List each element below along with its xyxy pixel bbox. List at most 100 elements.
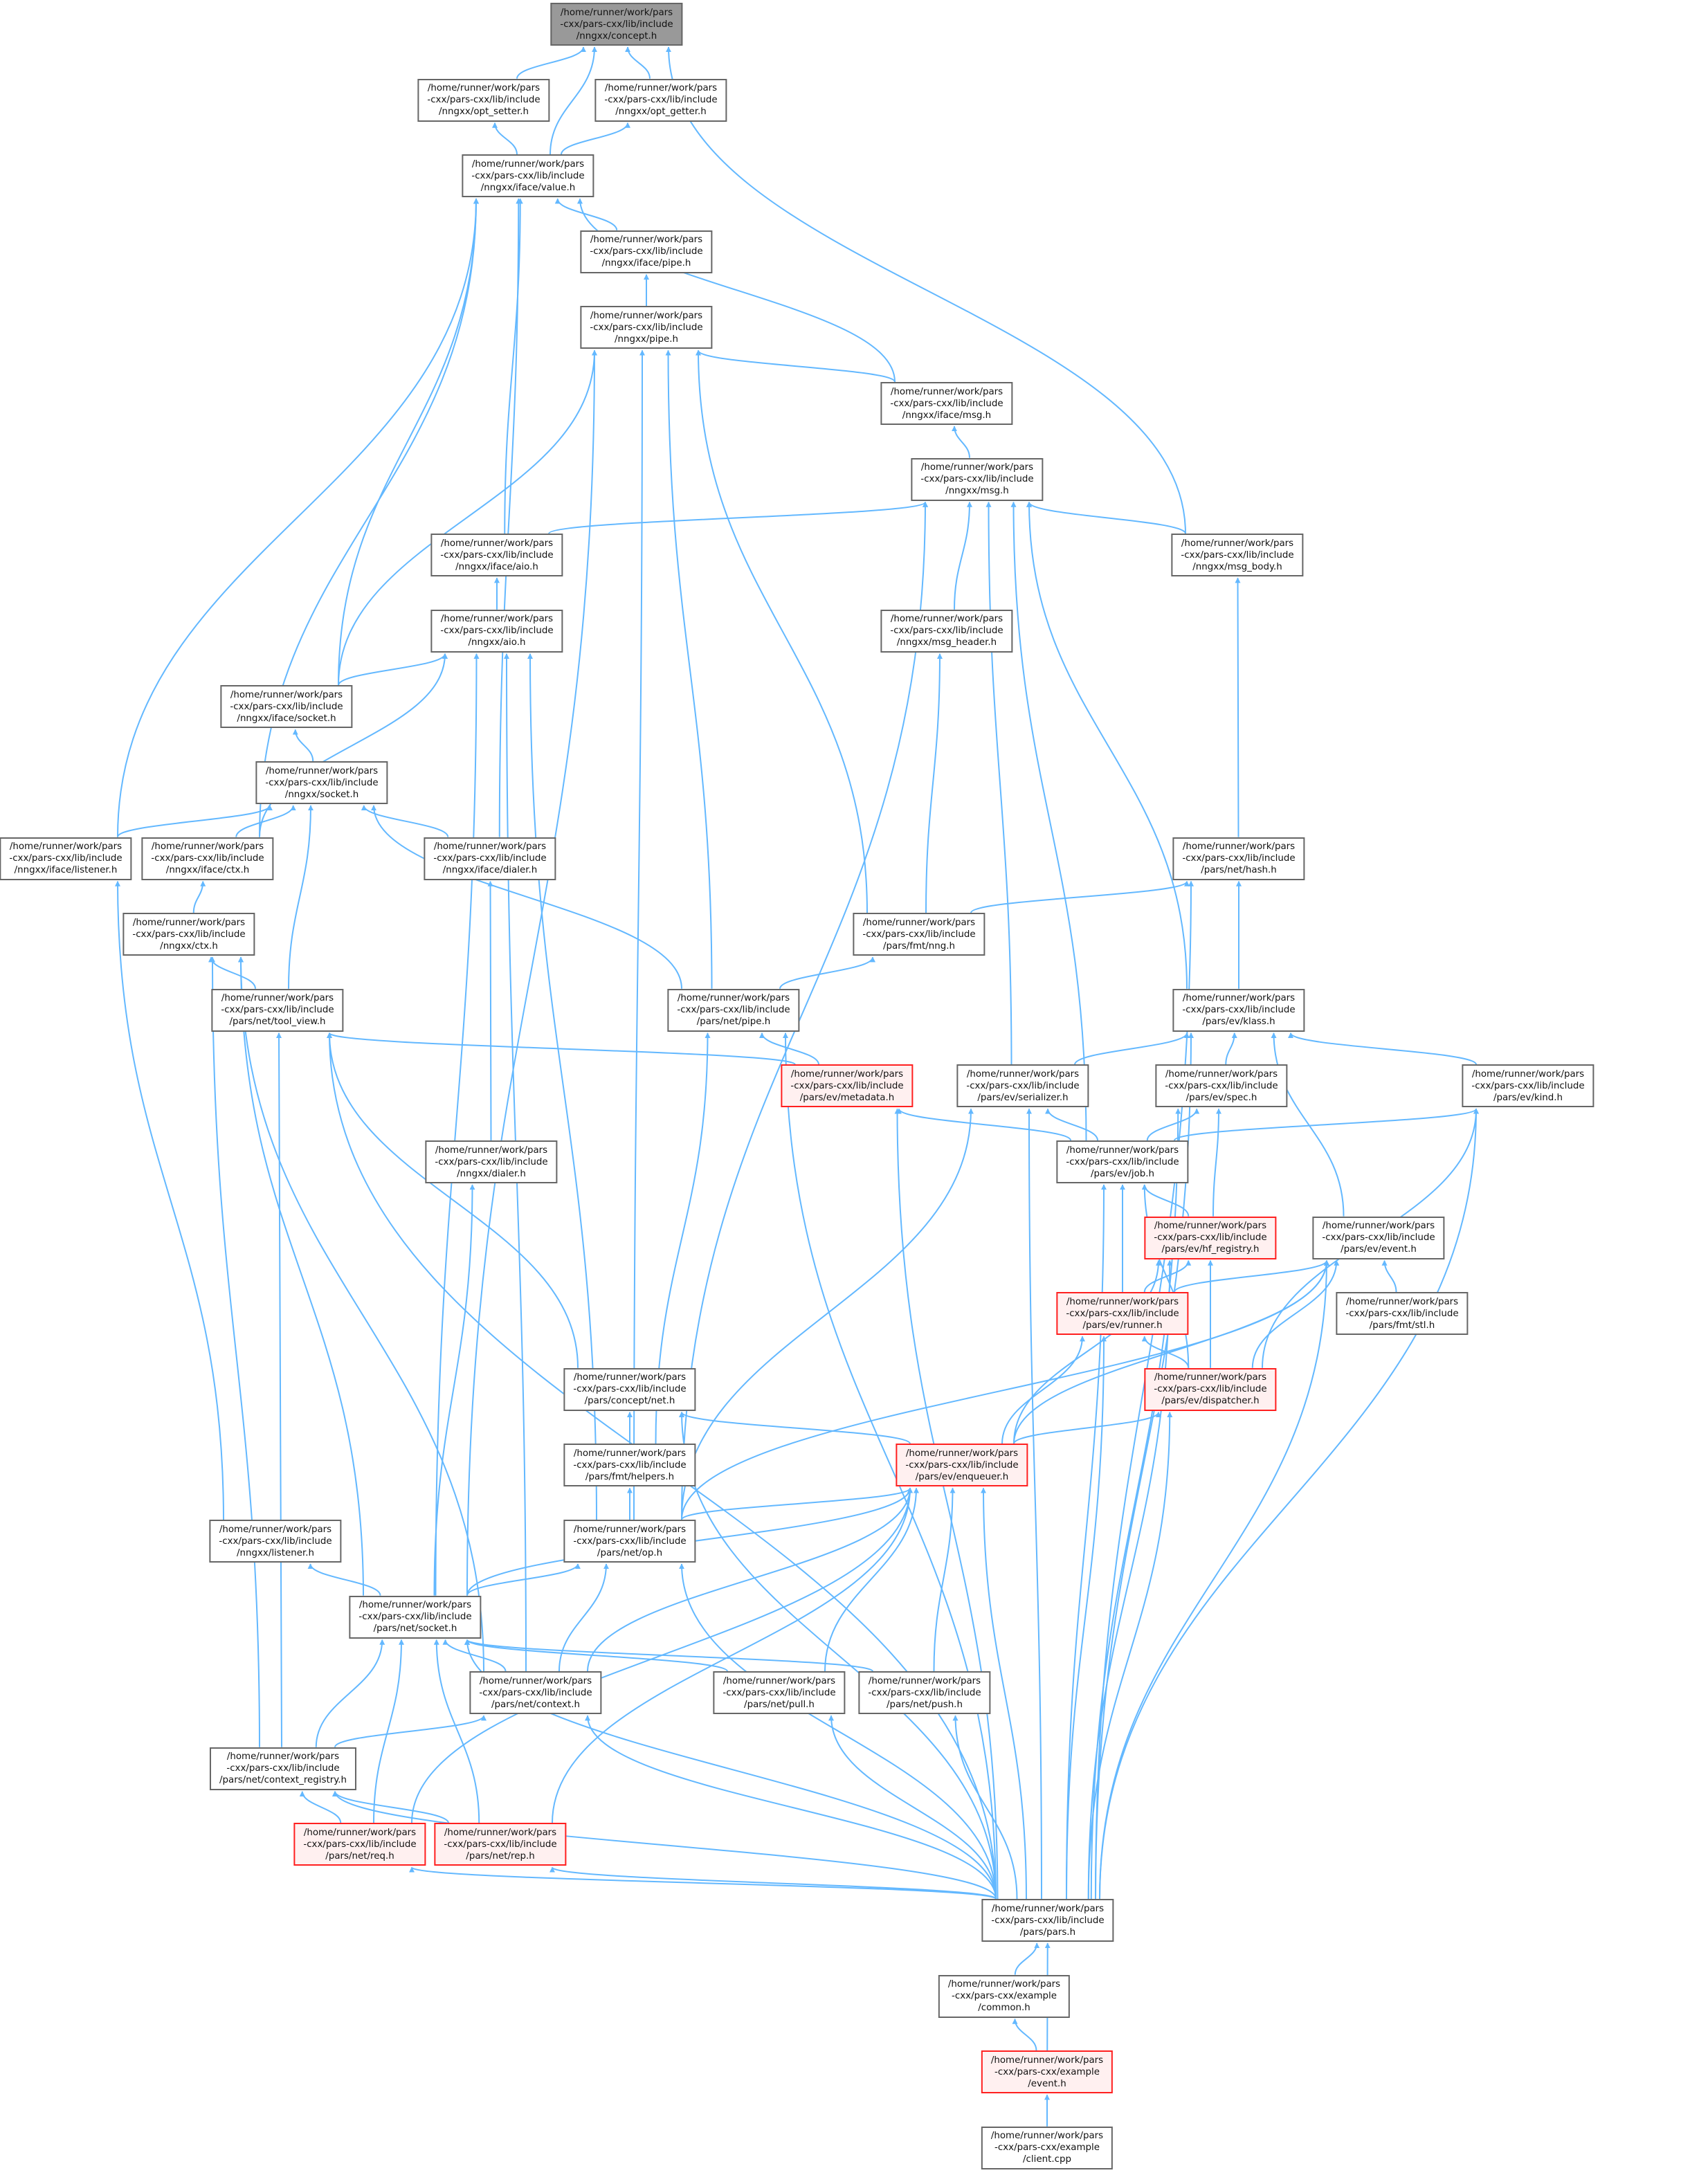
node-label-line: /home/runner/work/pars — [1182, 841, 1296, 853]
node-label-line: -cxx/pars-cxx/lib/include — [1182, 1005, 1296, 1016]
node-label-line: /pars/ev/spec.h — [1185, 1092, 1257, 1103]
node-pars[interactable]: /home/runner/work/pars-cxx/pars-cxx/lib/… — [981, 1899, 1114, 1942]
node-opt-getter[interactable]: /home/runner/work/pars-cxx/pars-cxx/lib/… — [594, 78, 727, 122]
node-iface-listener[interactable]: /home/runner/work/pars-cxx/pars-cxx/lib/… — [0, 837, 132, 880]
node-nngxx-ctx[interactable]: /home/runner/work/pars-cxx/pars-cxx/lib/… — [122, 913, 255, 956]
node-iface-dialer[interactable]: /home/runner/work/pars-cxx/pars-cxx/lib/… — [424, 837, 556, 880]
node-opt-setter[interactable]: /home/runner/work/pars-cxx/pars-cxx/lib/… — [417, 78, 550, 122]
node-label-line: /home/runner/work/pars — [905, 1448, 1019, 1459]
node-label-line: /home/runner/work/pars — [573, 1372, 687, 1383]
node-fmt-stl[interactable]: /home/runner/work/pars-cxx/pars-cxx/lib/… — [1336, 1292, 1469, 1336]
node-metadata[interactable]: /home/runner/work/pars-cxx/pars-cxx/lib/… — [781, 1064, 914, 1108]
node-iface-pipe[interactable]: /home/runner/work/pars-cxx/pars-cxx/lib/… — [580, 230, 713, 273]
node-label-line: -cxx/pars-cxx/lib/include — [440, 549, 554, 561]
node-label-line: /home/runner/work/pars — [1165, 1068, 1278, 1080]
node-kind[interactable]: /home/runner/work/pars-cxx/pars-cxx/lib/… — [1462, 1064, 1595, 1108]
edge-iface-aio-to-iface-value — [504, 198, 523, 534]
node-klass[interactable]: /home/runner/work/pars-cxx/pars-cxx/lib/… — [1172, 988, 1305, 1032]
edge-serializer-to-nngxx-msg — [985, 501, 1012, 1065]
node-label-line: /home/runner/work/pars — [479, 1675, 592, 1686]
edge-iface-msg-to-iface-value — [577, 198, 896, 383]
node-label-line: /nngxx/opt_setter.h — [439, 107, 529, 118]
node-label-line: /home/runner/work/pars — [990, 2055, 1104, 2066]
edge-pars-to-net-rep — [549, 1866, 997, 1900]
edge-pars-to-ev-event — [1099, 1259, 1329, 1900]
node-ex-client[interactable]: /home/runner/work/pars-cxx/pars-cxx/exam… — [981, 2126, 1114, 2169]
node-serializer[interactable]: /home/runner/work/pars-cxx/pars-cxx/lib/… — [956, 1064, 1089, 1108]
edge-job-to-kind — [1174, 1108, 1479, 1141]
node-label-line: -cxx/pars-cxx/lib/include — [265, 777, 379, 788]
node-label-line: /home/runner/work/pars — [435, 1145, 548, 1156]
edge-enqueuer-to-hf-registry — [1013, 1259, 1161, 1444]
node-fmt-nng[interactable]: /home/runner/work/pars-cxx/pars-cxx/lib/… — [853, 913, 985, 956]
edge-pars-to-net-req — [409, 1866, 997, 1900]
node-net-context[interactable]: /home/runner/work/pars-cxx/pars-cxx/lib/… — [469, 1671, 602, 1715]
node-net-rep[interactable]: /home/runner/work/pars-cxx/pars-cxx/lib/… — [434, 1823, 567, 1866]
node-concept-net[interactable]: /home/runner/work/pars-cxx/pars-cxx/lib/… — [563, 1367, 696, 1411]
node-ex-event[interactable]: /home/runner/work/pars-cxx/pars-cxx/exam… — [981, 2050, 1114, 2094]
node-label-line: -cxx/pars-cxx/lib/include — [303, 1839, 417, 1850]
node-label-line: /pars/net/pull.h — [744, 1699, 815, 1710]
node-label-line: /nngxx/iface/listener.h — [14, 865, 118, 876]
node-net-push[interactable]: /home/runner/work/pars-cxx/pars-cxx/lib/… — [858, 1671, 991, 1715]
node-iface-aio[interactable]: /home/runner/work/pars-cxx/pars-cxx/lib/… — [430, 534, 563, 577]
node-enqueuer[interactable]: /home/runner/work/pars-cxx/pars-cxx/lib/… — [896, 1444, 1028, 1487]
node-msg-header[interactable]: /home/runner/work/pars-cxx/pars-cxx/lib/… — [880, 609, 1013, 653]
node-net-hash[interactable]: /home/runner/work/pars-cxx/pars-cxx/lib/… — [1172, 837, 1305, 880]
node-msg-body[interactable]: /home/runner/work/pars-cxx/pars-cxx/lib/… — [1171, 534, 1304, 577]
node-spec[interactable]: /home/runner/work/pars-cxx/pars-cxx/lib/… — [1155, 1064, 1288, 1108]
node-label-line: /client.cpp — [1023, 2154, 1071, 2165]
node-ev-event[interactable]: /home/runner/work/pars-cxx/pars-cxx/lib/… — [1312, 1216, 1445, 1259]
edge-pars-to-dispatcher — [1087, 1412, 1173, 1900]
node-label-line: -cxx/pars-cxx/lib/include — [9, 853, 122, 864]
node-net-pull[interactable]: /home/runner/work/pars-cxx/pars-cxx/lib/… — [713, 1671, 846, 1715]
edge-ev-event-to-klass — [1271, 1032, 1345, 1217]
node-ex-common[interactable]: /home/runner/work/pars-cxx/pars-cxx/exam… — [938, 1974, 1071, 2018]
node-context-registry[interactable]: /home/runner/work/pars-cxx/pars-cxx/lib/… — [209, 1747, 357, 1790]
edge-iface-value-to-concept — [549, 46, 597, 155]
node-nngxx-dialer[interactable]: /home/runner/work/pars-cxx/pars-cxx/lib/… — [425, 1140, 558, 1183]
node-concept[interactable]: /home/runner/work/pars-cxx/pars-cxx/lib/… — [550, 3, 683, 46]
node-iface-msg[interactable]: /home/runner/work/pars-cxx/pars-cxx/lib/… — [880, 382, 1013, 425]
node-net-socket[interactable]: /home/runner/work/pars-cxx/pars-cxx/lib/… — [349, 1595, 482, 1639]
node-label-line: -cxx/pars-cxx/lib/include — [427, 95, 540, 106]
node-label-line: /home/runner/work/pars — [230, 689, 343, 700]
node-tool-view[interactable]: /home/runner/work/pars-cxx/pars-cxx/lib/… — [211, 988, 344, 1032]
node-iface-ctx[interactable]: /home/runner/work/pars-cxx/pars-cxx/lib/… — [141, 837, 274, 880]
edge-opt-setter-to-concept — [516, 46, 586, 79]
node-nngxx-socket[interactable]: /home/runner/work/pars-cxx/pars-cxx/lib/… — [255, 761, 388, 804]
node-iface-socket[interactable]: /home/runner/work/pars-cxx/pars-cxx/lib/… — [220, 685, 353, 729]
node-hf-registry[interactable]: /home/runner/work/pars-cxx/pars-cxx/lib/… — [1144, 1216, 1277, 1259]
node-label-line: /home/runner/work/pars — [1182, 993, 1296, 1004]
node-label-line: -cxx/pars-cxx/lib/include — [920, 474, 1034, 485]
node-label-line: -cxx/pars-cxx/lib/include — [1066, 1308, 1179, 1319]
node-label-line: /nngxx/iface/ctx.h — [165, 865, 250, 876]
node-label-line: -cxx/pars-cxx/lib/include — [435, 1156, 548, 1167]
node-label-line: -cxx/pars-cxx/lib/include — [1154, 1384, 1267, 1395]
node-fmt-helpers[interactable]: /home/runner/work/pars-cxx/pars-cxx/lib/… — [563, 1444, 696, 1487]
node-label-line: -cxx/pars-cxx/lib/include — [151, 853, 264, 864]
node-net-pipe[interactable]: /home/runner/work/pars-cxx/pars-cxx/lib/… — [667, 988, 800, 1032]
node-iface-value[interactable]: /home/runner/work/pars-cxx/pars-cxx/lib/… — [462, 154, 594, 198]
edge-msg-body-to-nngxx-msg — [1026, 501, 1186, 534]
node-net-req[interactable]: /home/runner/work/pars-cxx/pars-cxx/lib/… — [293, 1823, 426, 1866]
node-dispatcher[interactable]: /home/runner/work/pars-cxx/pars-cxx/lib/… — [1144, 1367, 1277, 1411]
node-job[interactable]: /home/runner/work/pars-cxx/pars-cxx/lib/… — [1056, 1140, 1189, 1183]
node-nngxx-listener[interactable]: /home/runner/work/pars-cxx/pars-cxx/lib/… — [209, 1520, 342, 1563]
node-runner[interactable]: /home/runner/work/pars-cxx/pars-cxx/lib/… — [1056, 1292, 1189, 1336]
node-nngxx-msg[interactable]: /home/runner/work/pars-cxx/pars-cxx/lib/… — [911, 457, 1044, 501]
edge-iface-msg-to-nngxx-pipe — [696, 349, 896, 383]
node-nngxx-pipe[interactable]: /home/runner/work/pars-cxx/pars-cxx/lib/… — [580, 306, 713, 349]
node-label-line: /home/runner/work/pars — [226, 1751, 340, 1763]
edge-context-registry-to-net-context — [334, 1715, 487, 1748]
node-net-op[interactable]: /home/runner/work/pars-cxx/pars-cxx/lib/… — [563, 1520, 696, 1563]
edge-iface-listener-to-nngxx-socket — [117, 805, 273, 838]
node-label-line: /nngxx/ctx.h — [160, 940, 218, 952]
node-label-line: /home/runner/work/pars — [890, 386, 1003, 397]
edge-hf-registry-to-spec — [1212, 1108, 1221, 1217]
node-label-line: -cxx/pars-cxx/lib/include — [991, 1915, 1105, 1926]
node-label-line: -cxx/pars-cxx/lib/include — [132, 929, 246, 940]
node-nngxx-aio[interactable]: /home/runner/work/pars-cxx/pars-cxx/lib/… — [430, 609, 563, 653]
node-label-line: /home/runner/work/pars — [560, 7, 673, 18]
